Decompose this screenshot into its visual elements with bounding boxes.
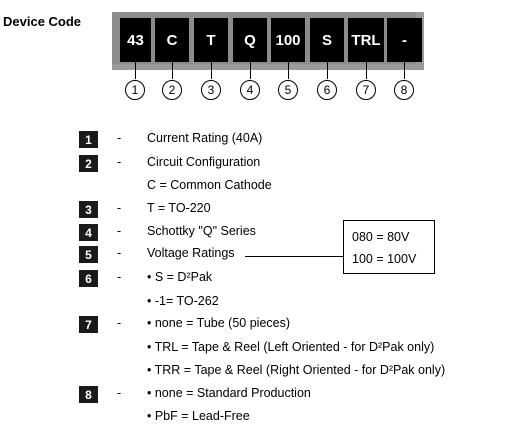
- position-number-circle: 3: [201, 80, 221, 100]
- legend-dash: -: [117, 386, 122, 400]
- code-cell-stem: [404, 62, 405, 79]
- legend-dash: -: [117, 201, 122, 215]
- legend-badge: 6: [79, 270, 98, 287]
- position-number-circle: 2: [162, 80, 182, 100]
- voltage-option: 100 = 100V: [352, 252, 417, 266]
- voltage-box: 080 = 80V 100 = 100V: [343, 220, 435, 274]
- legend-badge: 2: [79, 155, 98, 172]
- code-cell: 43: [120, 18, 151, 62]
- legend-text: T = TO-220: [147, 201, 211, 215]
- code-cell-stem: [135, 62, 136, 79]
- legend-text: • none = Standard Production: [147, 386, 311, 400]
- legend-text: • PbF = Lead-Free: [147, 409, 250, 423]
- legend-text: C = Common Cathode: [147, 178, 272, 192]
- code-cell: T: [194, 18, 228, 62]
- code-cell-stem: [366, 62, 367, 79]
- legend-dash: -: [117, 155, 122, 169]
- legend-dash: -: [117, 131, 122, 145]
- legend-badge: 4: [79, 224, 98, 241]
- code-cell: 100: [271, 18, 305, 62]
- legend-badge: 7: [79, 316, 98, 333]
- code-cell-stem: [172, 62, 173, 79]
- code-cell: S: [310, 18, 344, 62]
- legend-badge: 8: [79, 386, 98, 403]
- legend-dash: -: [117, 270, 122, 284]
- legend-badge: 1: [79, 131, 98, 148]
- code-cell-stem: [327, 62, 328, 79]
- legend-text: • S = D²Pak: [147, 270, 213, 284]
- code-cell: Q: [233, 18, 267, 62]
- position-number-circle: 1: [125, 80, 145, 100]
- legend-dash: -: [117, 316, 122, 330]
- legend-badge: 3: [79, 201, 98, 218]
- position-number-circle: 5: [278, 80, 298, 100]
- code-cell-stem: [288, 62, 289, 79]
- position-number-circle: 8: [394, 80, 414, 100]
- legend-text: • -1= TO-262: [147, 294, 219, 308]
- legend-text: • TRL = Tape & Reel (Left Oriented - for…: [147, 340, 435, 354]
- legend-dash: -: [117, 224, 122, 238]
- voltage-leader-line: [245, 256, 343, 257]
- legend-text: Voltage Ratings: [147, 246, 235, 260]
- legend-dash: -: [117, 246, 122, 260]
- position-number-circle: 4: [240, 80, 260, 100]
- voltage-option: 080 = 80V: [352, 230, 410, 244]
- code-cell: -: [387, 18, 422, 62]
- position-number-circle: 6: [317, 80, 337, 100]
- legend-text: Schottky "Q" Series: [147, 224, 256, 238]
- legend-text: Current Rating (40A): [147, 131, 263, 145]
- page-title: Device Code: [3, 14, 82, 29]
- code-cell-stem: [250, 62, 251, 79]
- legend-text: • none = Tube (50 pieces): [147, 316, 291, 330]
- position-number-circle: 7: [356, 80, 376, 100]
- legend-text: Circuit Configuration: [147, 155, 261, 169]
- legend-badge: 5: [79, 246, 98, 263]
- code-cell: TRL: [348, 18, 384, 62]
- code-cell: C: [155, 18, 189, 62]
- code-cell-stem: [211, 62, 212, 79]
- legend-text: • TRR = Tape & Reel (Right Oriented - fo…: [147, 363, 446, 377]
